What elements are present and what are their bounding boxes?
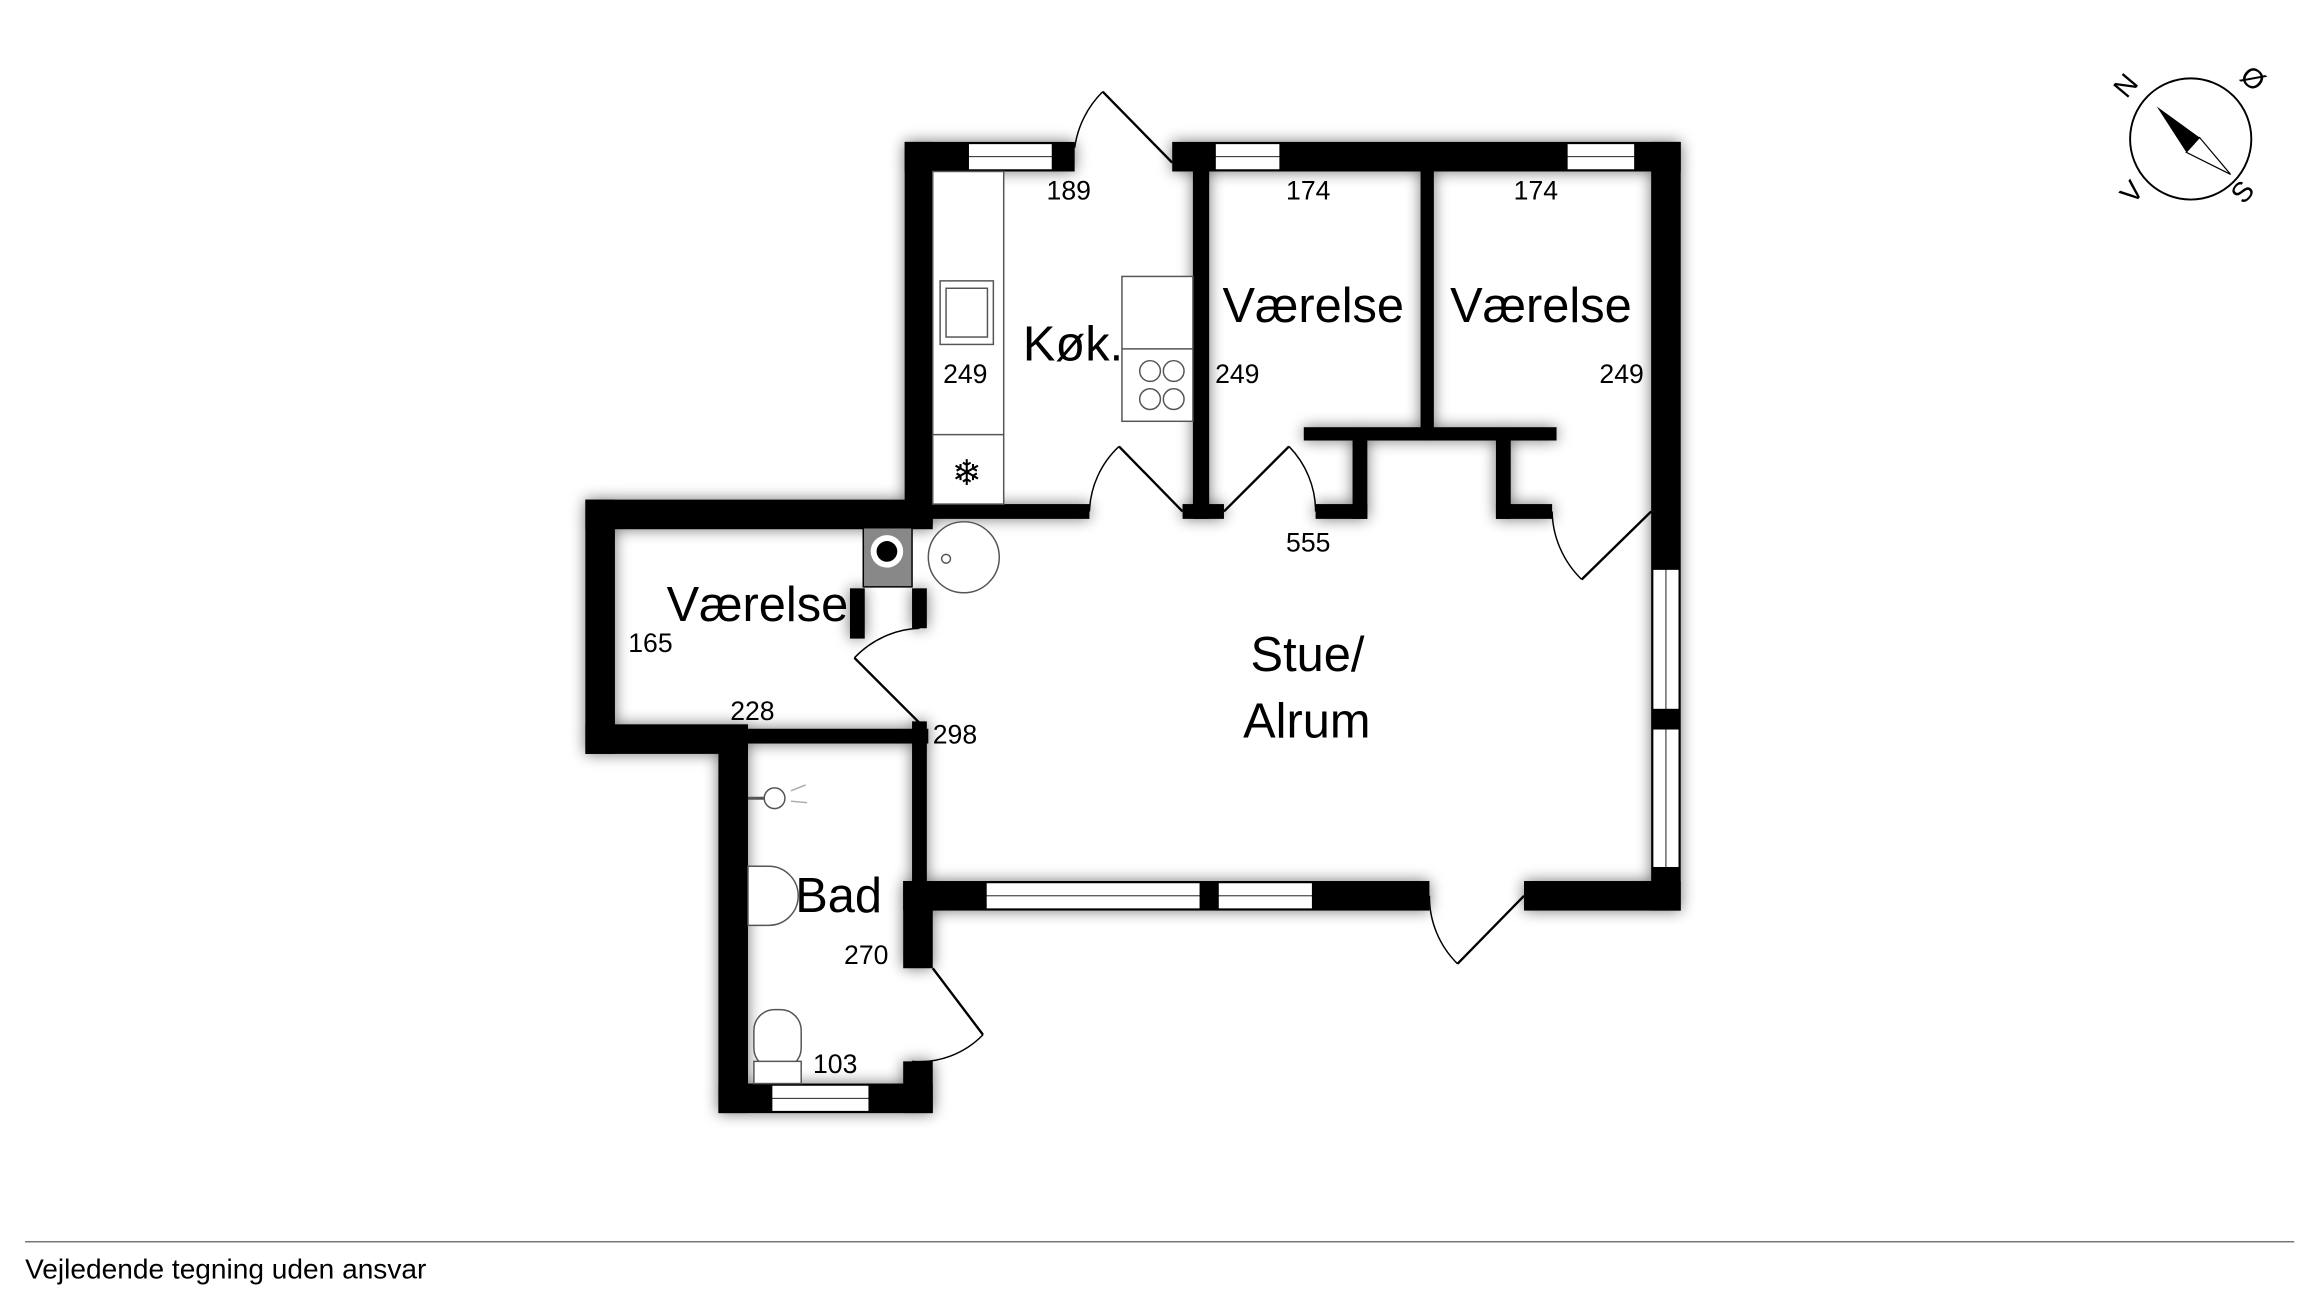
svg-text:Ø: Ø	[2235, 60, 2272, 98]
svg-text:174: 174	[1514, 176, 1559, 206]
windows	[770, 142, 1680, 1113]
freezer-snowflake-icon: ❄	[952, 453, 982, 493]
shower-icon	[747, 784, 808, 810]
room-labels: Køk. 189 249 Værelse 174 249 Værelse 174…	[628, 176, 1644, 1080]
svg-text:V: V	[2114, 175, 2150, 209]
svg-text:270: 270	[844, 940, 888, 970]
svg-text:249: 249	[1215, 359, 1259, 389]
svg-text:103: 103	[813, 1049, 857, 1079]
svg-text:189: 189	[1047, 176, 1091, 206]
svg-text:249: 249	[943, 359, 987, 389]
svg-text:228: 228	[730, 696, 774, 726]
bedroom-2-label: Værelse	[1450, 279, 1632, 333]
bath-label: Bad	[795, 869, 882, 923]
kitchen-label: Køk.	[1023, 318, 1123, 372]
svg-text:174: 174	[1286, 176, 1331, 206]
svg-text:165: 165	[628, 628, 672, 658]
svg-text:S: S	[2225, 175, 2261, 209]
living-label-line2: Alrum	[1243, 695, 1370, 749]
washbasin-icon	[747, 865, 799, 927]
water-heater-icon	[927, 521, 1001, 594]
bedroom-1-label: Værelse	[1222, 279, 1404, 333]
stove-burners-icon	[1138, 359, 1185, 411]
bedroom-3-label: Værelse	[667, 578, 849, 632]
svg-text:N: N	[2107, 68, 2144, 103]
toilet-icon	[753, 1008, 802, 1085]
svg-text:555: 555	[1286, 527, 1330, 557]
fixtures: ❄	[747, 170, 1194, 1085]
svg-text:298: 298	[933, 720, 977, 750]
doors	[853, 90, 1652, 1063]
compass-icon: N Ø V S	[2107, 60, 2271, 210]
footer-disclaimer: Vejledende tegning uden ansvar	[25, 1254, 426, 1285]
svg-text:249: 249	[1599, 359, 1643, 389]
living-label-line1: Stue/	[1251, 628, 1365, 682]
